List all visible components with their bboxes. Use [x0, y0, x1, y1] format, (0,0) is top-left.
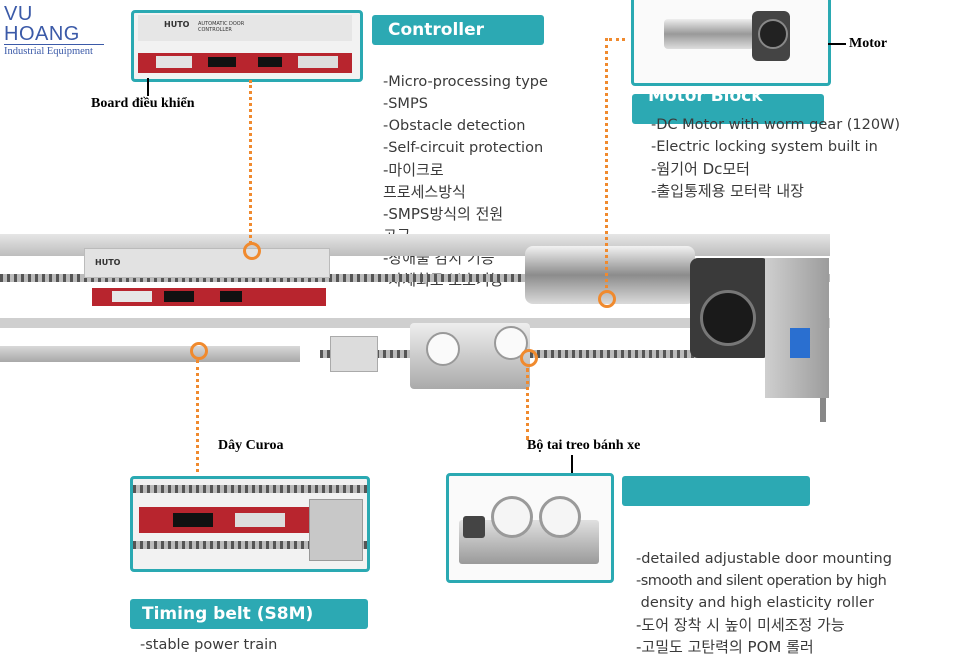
board-callout: Board điều khiển	[91, 96, 195, 111]
logo-sub-text: Industrial Equipment	[4, 44, 104, 58]
spec-item: -DC Motor with worm gear (120W)	[651, 117, 901, 133]
spec-item: -stable power train	[140, 637, 278, 653]
belt-pointer-ring	[190, 342, 208, 360]
controller-pointer-ring	[243, 242, 261, 260]
motor-callout: Motor	[849, 36, 888, 51]
hanger-callout: Bộ tai treo bánh xe	[527, 438, 641, 453]
rail-board-brand: HUTO	[95, 258, 121, 267]
belt-callout: Dây Curoa	[218, 438, 284, 453]
motor-spec-list: -DC Motor with worm gear (120W) -Electri…	[651, 114, 900, 202]
board-brand-text: HUTO	[164, 20, 190, 29]
motor-callout-line	[828, 43, 846, 45]
board-callout-line	[147, 78, 149, 96]
spec-item: -smooth and silent operation by high	[636, 573, 887, 589]
operator-assembly-image: HUTO	[0, 228, 830, 428]
spec-item: -고밀도 고탄력의 POM 롤러	[636, 638, 814, 656]
spec-item: -SMPS방식의 전원	[383, 205, 504, 223]
controller-image-panel: HUTO AUTOMATIC DOOR CONTROLLER	[131, 10, 363, 82]
hanger-spec-list: -detailed adjustable door mounting -smoo…	[636, 548, 892, 658]
hanger-image-panel	[446, 473, 614, 583]
controller-heading-label: Controller	[388, 20, 485, 40]
timing-belt-spec-list: -stable power train	[140, 634, 277, 656]
controller-heading: Controller	[372, 15, 544, 45]
motor-image-panel	[631, 0, 831, 86]
controller-board	[138, 53, 352, 73]
spec-item: -Obstacle detection	[383, 118, 526, 134]
belt-pointer-line	[196, 360, 199, 472]
motor-pointer-ring	[598, 290, 616, 308]
spec-item: -detailed adjustable door mounting	[636, 551, 892, 567]
hanger-pointer-line	[526, 368, 529, 440]
motor-heading: Motor Block	[632, 86, 824, 124]
hanger-pointer-ring	[520, 349, 538, 367]
timing-belt-heading: Timing belt (S8M)	[130, 599, 368, 629]
spec-item: 프로세스방식	[383, 183, 466, 201]
brand-logo: VU HOANG Industrial Equipment	[4, 4, 104, 58]
motor-pointer-top-line	[609, 38, 625, 41]
motor-heading-label: Motor Block	[648, 86, 763, 106]
timing-belt-heading-label: Timing belt (S8M)	[142, 604, 314, 624]
spec-item: -출입통제용 모터락 내장	[651, 182, 804, 200]
spec-item: -SMPS	[383, 96, 428, 112]
spec-item: -도어 장착 시 높이 미세조정 가능	[636, 616, 845, 634]
motor-pointer-line	[605, 38, 608, 288]
spec-item: -Self-circuit protection	[383, 140, 544, 156]
spec-item: -웜기어 Dc모터	[651, 160, 750, 178]
hanger-callout-line	[571, 455, 573, 475]
spec-item: density and high elasticity roller	[636, 595, 874, 611]
spec-item: -Micro-processing type	[383, 74, 548, 90]
spec-item: -마이크로	[383, 161, 444, 179]
spec-item: -Electric locking system built in	[651, 139, 878, 155]
controller-pointer-line	[249, 80, 252, 244]
hanger-heading	[622, 476, 810, 506]
board-model-text: AUTOMATIC DOOR CONTROLLER	[198, 21, 245, 33]
timing-belt-image-panel	[130, 476, 370, 572]
logo-main-text: VU HOANG	[4, 3, 80, 45]
